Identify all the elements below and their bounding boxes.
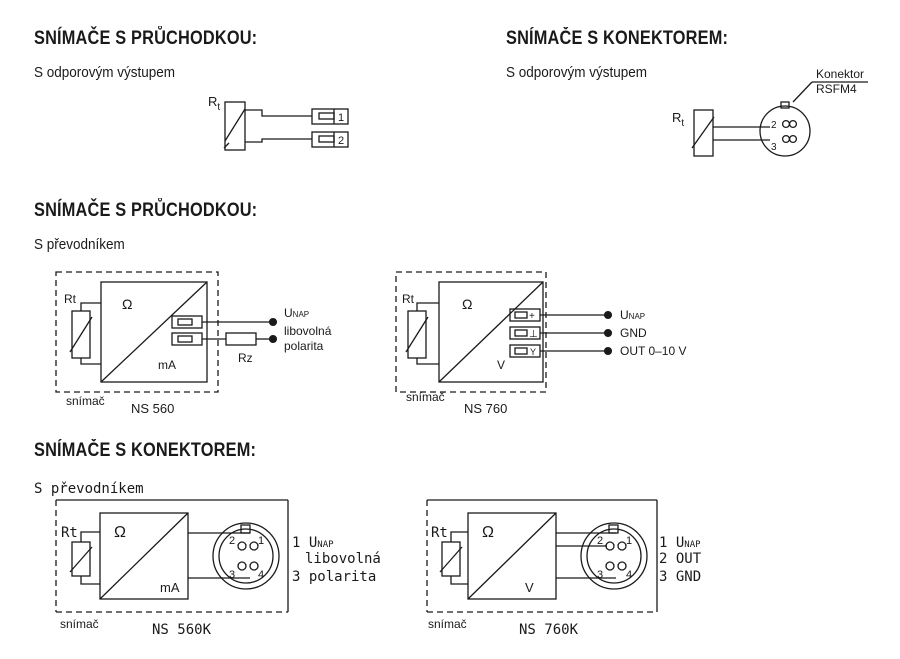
omega-symbol: Ω: [122, 296, 132, 312]
pin-1: 1: [258, 535, 264, 547]
connector-type-label: RSFM4: [816, 82, 857, 96]
connector-ns560k: [212, 522, 280, 590]
omega-symbol-4: Ω: [482, 524, 494, 541]
omega-symbol-2: Ω: [462, 296, 472, 312]
ns560-unap-label: UNAP: [284, 306, 309, 320]
omega-symbol-3: Ω: [114, 524, 126, 541]
v-label: V: [497, 358, 505, 372]
plus-icon: +: [529, 311, 535, 322]
transmitter-ns560k: [99, 512, 189, 600]
section-subheading-transmitter: S převodníkem: [34, 236, 125, 253]
terminal-2: [311, 131, 349, 148]
ns560-polarity-line1: libovolná: [284, 324, 332, 338]
pin-3: 3: [229, 569, 235, 581]
connector-ns760k: [580, 522, 648, 590]
pin-3-b: 3: [597, 569, 603, 581]
rt-label-4: Rt: [402, 292, 415, 306]
probe-label-ns760k: snímač: [428, 617, 467, 631]
section-subheading-resistive-output: S odporovým výstupem: [34, 64, 176, 81]
section-subheading-transmitter-connector: S převodníkem: [34, 481, 144, 497]
probe-label-ns560: snímač: [66, 394, 105, 408]
ns760k-line1: 1 UNAP: [659, 535, 701, 551]
ground-icon: ⊥: [529, 329, 538, 340]
probe-boundary: [55, 271, 219, 393]
transmitter-ns760: [438, 281, 544, 383]
model-ns560k: NS 560K: [152, 622, 212, 638]
diagram-gland-resistive: Rt 1 2: [208, 94, 349, 151]
ns560-polarity-line2: polarita: [284, 339, 324, 353]
section-heading-probes-connector-resistive: SNÍMAČE S KONEKTOREM:: [506, 28, 729, 49]
model-ns560: NS 560: [131, 401, 174, 416]
model-ns760: NS 760: [464, 401, 507, 416]
rt-label: Rt: [208, 94, 220, 113]
ns760k-line3: 3 GND: [659, 569, 701, 585]
ns560k-line3: 3 polarita: [292, 569, 376, 585]
rt-label-5: Rt: [61, 525, 78, 541]
pin-4: 4: [258, 569, 264, 581]
section-subheading-resistive-output-connector: S odporovým výstupem: [506, 64, 648, 81]
ns560k-line1: 1 UNAP: [292, 535, 334, 551]
ns760k-line2: 2 OUT: [659, 551, 702, 567]
rt-label-2: Rt: [672, 110, 684, 129]
section-heading-probes-gland-transmitter: SNÍMAČE S PRŮCHODKOU:: [34, 200, 258, 221]
probe-boundary-ns760: [395, 271, 547, 393]
connector-rsfm4: [759, 105, 811, 157]
diagram-ns760k: Rt Ω V 2 1 3 4 1 UNAP 2 OUT 3 GND snímač…: [426, 499, 702, 638]
resistor-arrow: [224, 108, 246, 142]
section-heading-probes-connector-transmitter: SNÍMAČE S KONEKTOREM:: [34, 440, 257, 461]
section-heading-probes-gland-resistive: SNÍMAČE S PRŮCHODKOU:: [34, 28, 258, 49]
ns760-gnd-label: GND: [620, 326, 647, 340]
connector-pin-2: 2: [771, 120, 777, 131]
pin-2-b: 2: [597, 535, 603, 547]
diagram-connector-resistive: Rt 2 3 Konektor RSFM4: [672, 67, 868, 157]
rt-label-6: Rt: [431, 525, 448, 541]
resistor-rz: [225, 332, 257, 346]
probe-label-ns560k: snímač: [60, 617, 99, 631]
ns560k-line2: libovolná: [305, 551, 381, 567]
model-ns760k: NS 760K: [519, 622, 579, 638]
diagram-ns760: Rt Ω V + ⊥ Y UNAP GND OUT 0–10 V snímač …: [395, 271, 686, 416]
rt-label-3: Rt: [64, 292, 77, 306]
connector-label: Konektor: [816, 67, 864, 81]
output-y-label: Y: [530, 347, 536, 357]
rz-label: Rz: [238, 351, 253, 365]
ma-label-2: mA: [160, 580, 180, 595]
ns760-unap-label: UNAP: [620, 308, 645, 322]
ma-label: mA: [158, 358, 176, 372]
pin-2: 2: [229, 535, 235, 547]
ns760-out-label: OUT 0–10 V: [620, 344, 686, 358]
pin-1-b: 1: [626, 535, 632, 547]
diagram-ns560k: Rt Ω mA 2 1 3 4 1 UNAP libovolná 3 polar…: [55, 499, 381, 638]
transmitter-ns760k: [467, 512, 557, 600]
probe-label-ns760: snímač: [406, 390, 445, 404]
terminal-2-label: 2: [338, 135, 344, 147]
transmitter-ns560: [100, 281, 208, 383]
resistor-rt: [224, 101, 246, 151]
v-label-2: V: [525, 580, 534, 595]
terminal-1: [311, 108, 349, 125]
connector-pin-3: 3: [771, 142, 777, 153]
diagram-ns560: Rt Ω mA Rz UNAP libovolná polarita sníma…: [55, 271, 332, 416]
terminal-1-label: 1: [338, 112, 344, 124]
resistor-rt-2: [693, 109, 714, 157]
pin-4-b: 4: [626, 569, 632, 581]
